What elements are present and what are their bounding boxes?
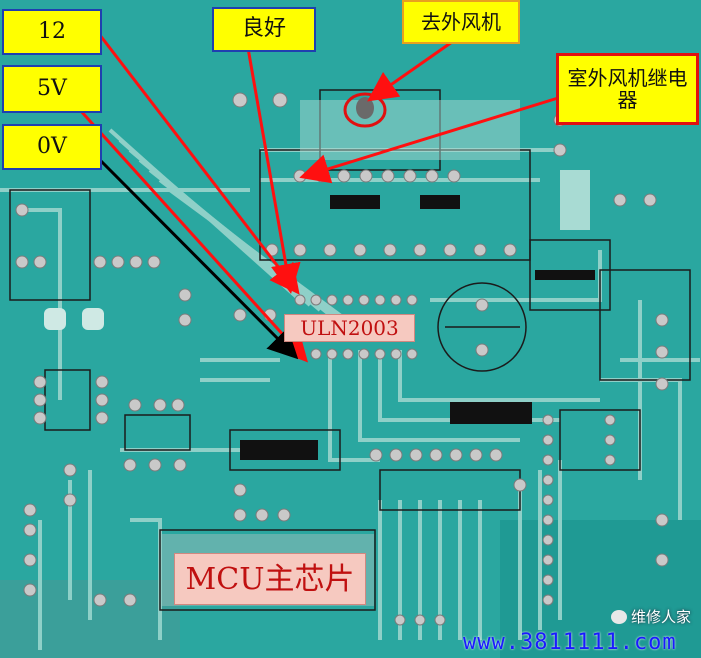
solder-pads — [15, 92, 669, 626]
label-good: 良好 — [212, 7, 316, 52]
arrow-outdoor-fan — [367, 40, 453, 102]
arrow-5v — [78, 108, 309, 363]
label-12: 12 — [2, 9, 102, 55]
label-outdoor-fan-relay: 室外风机继电器 — [556, 53, 699, 125]
annotation-arrows — [78, 29, 559, 363]
label-uln2003: ULN2003 — [284, 314, 415, 342]
label-0v: 0V — [2, 124, 102, 170]
watermark: 维修人家 — [610, 606, 691, 627]
watermark-text: 维修人家 — [630, 608, 691, 626]
label-5v: 5V — [2, 65, 102, 113]
wechat-icon — [610, 610, 627, 624]
arrow-12v — [94, 29, 300, 295]
label-to-outdoor-fan: 去外风机 — [402, 0, 520, 44]
arrow-fan-relay — [299, 96, 559, 184]
arrow-good — [246, 47, 301, 294]
label-mcu-chip: MCU主芯片 — [174, 553, 366, 605]
site-url: www.3811111.com — [463, 630, 677, 655]
arrow-0v — [98, 158, 299, 360]
